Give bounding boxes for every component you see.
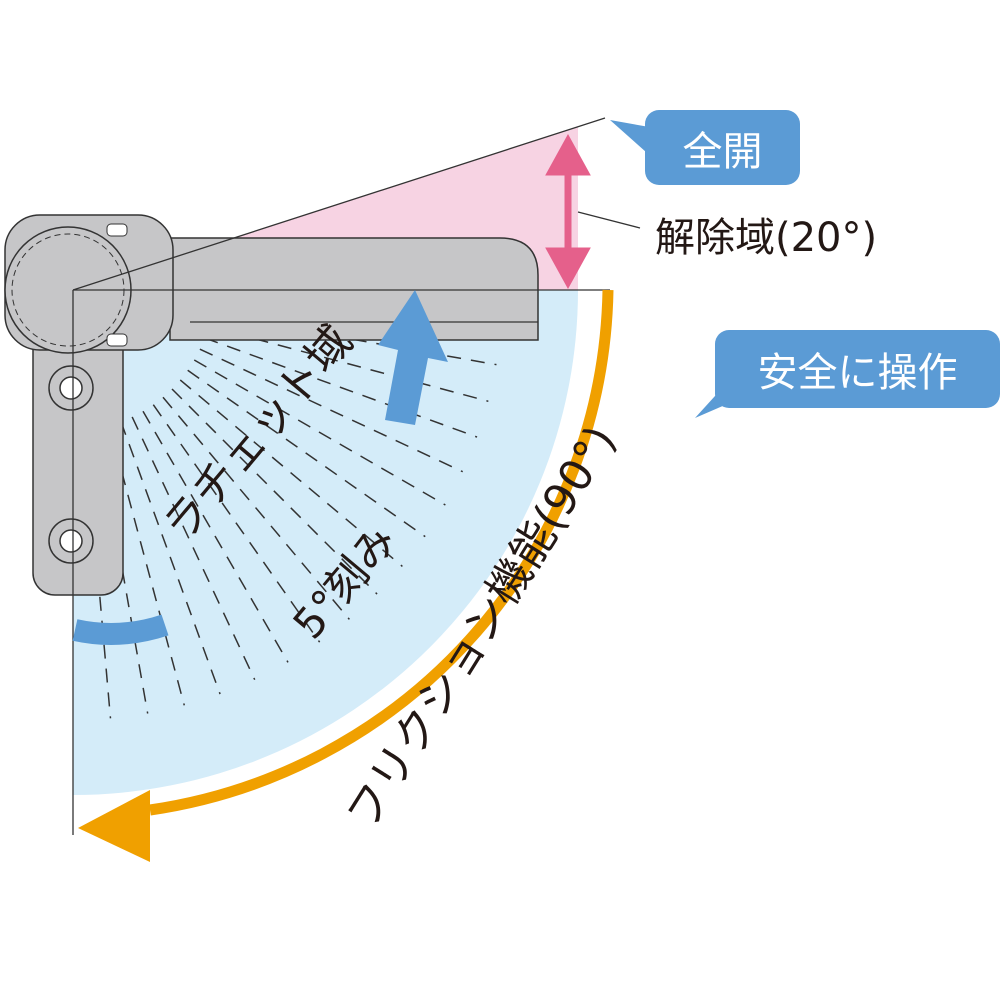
ratchet-tick-line [152,404,321,643]
ratchet-tick-line [120,421,221,695]
full-open-bubble: 全開 [645,110,800,185]
ratchet-tick-line [179,379,403,567]
hinge-lid-arm [169,237,539,341]
friction-arc-arrow [149,289,614,816]
ratchet-tick-line [162,396,350,620]
safe-operation-bubble: 安全に操作 [715,330,1000,408]
full-open-label: 全開 [682,128,763,175]
ratchet-tick-line [142,410,289,663]
safe-operation-label: 安全に操作 [757,350,958,396]
ratchet-tick-line [171,388,378,595]
ratchet-tick-lines [84,301,502,719]
ratchet-tick-line [187,369,426,538]
ratchet-direction-arrow [378,290,448,425]
ratchet-start-marker [72,614,169,645]
release-zone-label: 解除域(20°) [655,215,878,261]
ratchet-tick-line [131,416,256,681]
ratchet-tick-line [199,348,464,473]
ratchet-tick-line [204,337,478,438]
release-zone-arrow [545,133,591,290]
ratchet-tick-line [193,359,446,506]
